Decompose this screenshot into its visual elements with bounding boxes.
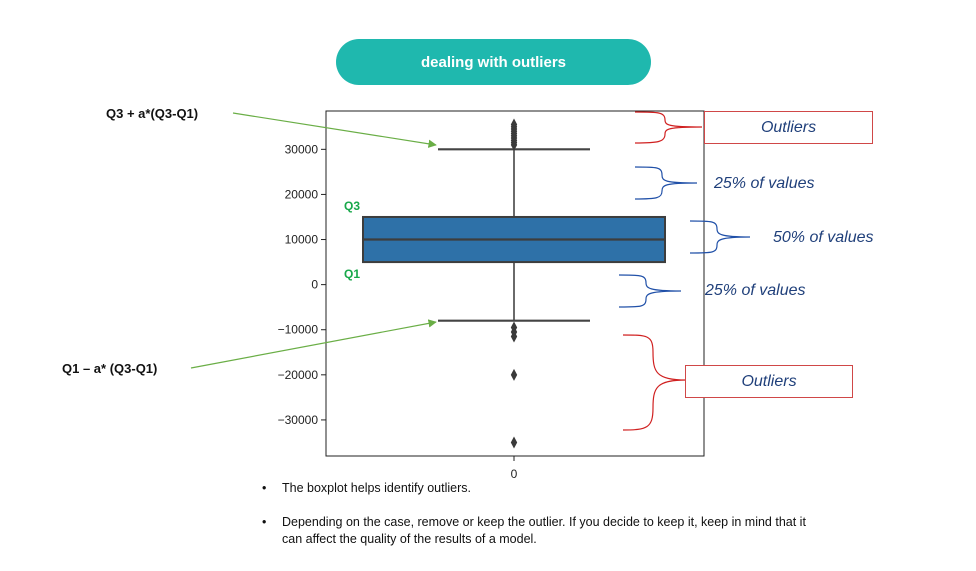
- title-text: dealing with outliers: [420, 53, 566, 71]
- y-tick-label: −20000: [278, 368, 319, 382]
- pct-upper-brace: [634, 166, 698, 200]
- outliers-top-brace: [634, 111, 703, 144]
- pct-middle-label: 50% of values: [773, 229, 874, 246]
- lower-fence-formula: Q1 – a* (Q3-Q1): [62, 361, 158, 376]
- bullet-icon: •: [262, 515, 267, 529]
- y-tick-label: 20000: [285, 187, 319, 201]
- outlier-point: [510, 330, 518, 343]
- bullet-icon: •: [262, 481, 267, 495]
- lower-fence-arrow: [190, 319, 437, 369]
- outliers-bottom-label: Outliers: [741, 372, 797, 390]
- note-text: Depending on the case, remove or keep th…: [282, 515, 806, 546]
- outliers-bottom-box: Outliers: [685, 365, 853, 398]
- note-item: • The boxplot helps identify outliers.: [262, 480, 822, 497]
- y-tick-label: 10000: [285, 233, 319, 247]
- q3-label: Q3: [344, 199, 361, 213]
- note-item: • Depending on the case, remove or keep …: [262, 514, 822, 548]
- pct-upper-label: 25% of values: [714, 175, 815, 192]
- outliers-top-box: Outliers: [704, 111, 873, 144]
- x-tick-label: 0: [511, 467, 518, 481]
- outlier-point: [510, 436, 518, 449]
- plot-frame: [325, 110, 705, 457]
- upper-fence-arrow: [232, 112, 437, 148]
- note-text: The boxplot helps identify outliers.: [282, 481, 471, 495]
- notes-list: • The boxplot helps identify outliers. •…: [262, 480, 822, 548]
- pct-lower-label: 25% of values: [705, 282, 806, 299]
- outlier-point: [510, 368, 518, 381]
- outliers-bottom-brace: [622, 334, 687, 431]
- outliers-top-label: Outliers: [760, 118, 817, 136]
- pct-middle-brace: [689, 220, 751, 254]
- upper-fence-formula: Q3 + a*(Q3-Q1): [106, 106, 199, 121]
- pct-lower-brace: [618, 274, 682, 308]
- title-pill: dealing with outliers: [336, 39, 651, 85]
- q1-label: Q1: [344, 267, 361, 281]
- y-tick-label: 30000: [285, 142, 319, 156]
- y-tick-label: 0: [311, 278, 318, 292]
- y-tick-label: −30000: [278, 413, 319, 427]
- outlier-point: [510, 118, 518, 131]
- y-tick-label: −10000: [278, 323, 319, 337]
